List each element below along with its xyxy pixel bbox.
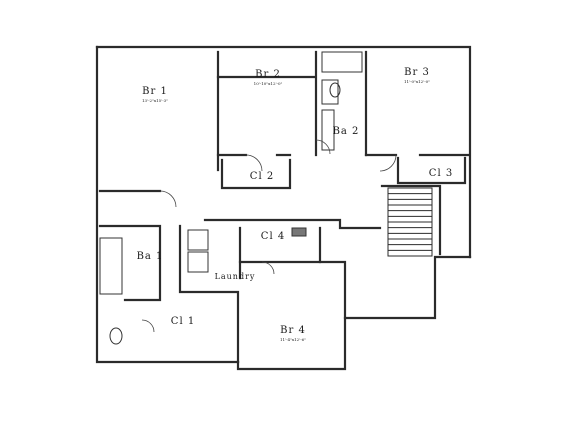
- br1-door-swing: [159, 190, 177, 208]
- cl2-walls: [220, 158, 292, 190]
- stair-treads: [388, 193, 432, 251]
- ba2-vanity: [321, 109, 335, 151]
- room-label-ba2: Ba 2: [333, 126, 360, 137]
- cl3-walls: [396, 156, 467, 185]
- ba2-sink: [321, 79, 339, 105]
- room-dims-br1: 13'-2"x15'-3": [142, 98, 168, 103]
- room-dims-br3: 11'-0"x12'-0": [404, 79, 430, 84]
- ba1-toilet: [109, 327, 123, 345]
- stairs: [387, 187, 433, 257]
- ba2-door-swing: [315, 139, 331, 155]
- bathtub: [321, 51, 363, 73]
- cl4-door-swing: [261, 261, 275, 275]
- room-label-br2: Br 2: [255, 69, 281, 80]
- room-label-laundry: Laundry: [215, 272, 256, 281]
- exterior-wall-bottom-br4: [236, 255, 472, 371]
- labels: Br 1 13'-2"x15'-3" Br 2 10'-10"x12'-0" B…: [137, 67, 453, 342]
- stair-well: [380, 184, 442, 256]
- room-label-cl1: Cl 1: [171, 316, 195, 327]
- room-label-cl3: Cl 3: [429, 168, 453, 179]
- room-dims-br2: 10'-10"x12'-0": [254, 81, 283, 86]
- room-label-cl2: Cl 2: [250, 171, 274, 182]
- room-label-br4: Br 4: [280, 325, 306, 336]
- exterior-wall: [95, 45, 472, 259]
- laundry-walls: [178, 224, 240, 364]
- br2-walls: [216, 50, 318, 157]
- br4-top-wall: [238, 260, 347, 320]
- washer: [187, 229, 209, 251]
- toilet: [329, 82, 341, 98]
- ba1-walls: [98, 224, 162, 302]
- room-label-br3: Br 3: [404, 67, 430, 78]
- doors: [141, 139, 397, 333]
- cl4-shelf: [291, 227, 307, 237]
- dryer: [187, 251, 209, 273]
- br3-door-swing: [379, 154, 397, 172]
- fixtures: [99, 51, 363, 345]
- exterior-wall-left: [95, 45, 240, 364]
- walls: [95, 45, 472, 371]
- hall-lower-wall: [203, 218, 382, 230]
- cl4-walls: [238, 226, 322, 264]
- room-label-br1: Br 1: [142, 86, 168, 97]
- ba1-vanity: [99, 237, 123, 295]
- room-label-ba1: Ba 1: [137, 251, 164, 262]
- cl1-door-swing: [141, 319, 155, 333]
- br2-door-swing: [245, 154, 263, 172]
- room-dims-br4: 11'-4"x12'-6": [280, 337, 306, 342]
- room-label-cl4: Cl 4: [261, 231, 285, 242]
